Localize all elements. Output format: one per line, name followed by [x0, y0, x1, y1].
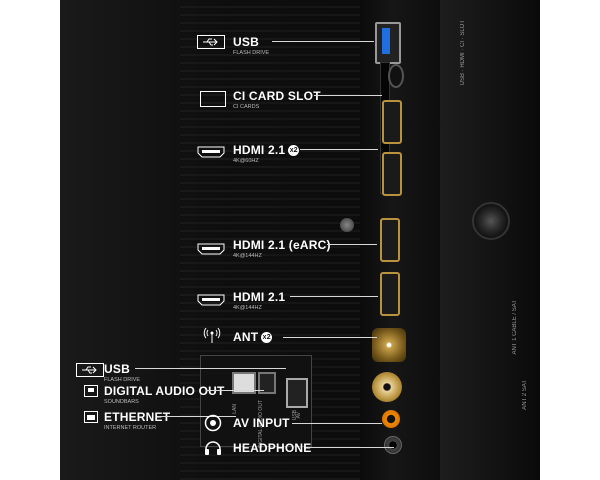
- tv-back-panel: USB · HDMI · CI · SLOT ANT 1 CABLE / SAT…: [60, 0, 540, 480]
- ci-subtitle: CI CARDS: [233, 104, 260, 110]
- hdmi-subtitle: 4K@144Hz: [233, 305, 262, 311]
- digital-audio-subtitle: SOUNDBARS: [104, 399, 139, 405]
- av-input-icon: [204, 414, 222, 432]
- usb-port-top[interactable]: [375, 22, 401, 64]
- ci-card-icon: [200, 91, 226, 107]
- ethernet-title: ETHERNET: [104, 410, 171, 424]
- port-label-usb-top: USB FLASH DRIVE: [233, 35, 269, 56]
- leader-ci: [314, 95, 382, 96]
- hdmi-earc-title: HDMI 2.1 (eARC): [233, 238, 331, 252]
- hdmi-earc-subtitle: 4K@144Hz: [233, 253, 262, 259]
- usb-bottom-subtitle: FLASH DRIVE: [104, 377, 141, 383]
- panel-edge: [440, 0, 540, 480]
- port-label-usb-bottom: USB FLASH DRIVE: [104, 362, 140, 383]
- port-label-digital-audio: DIGITAL AUDIO OUT SOUNDBARS: [104, 384, 225, 405]
- leader-digital-audio: [206, 390, 264, 391]
- headphone-jack[interactable]: [384, 436, 402, 454]
- hdmi-x2-title: HDMI 2.1: [233, 143, 286, 157]
- hdmi-port-2[interactable]: [382, 152, 402, 196]
- lan-mark: LAN: [232, 404, 238, 414]
- port-label-hdmi: HDMI 2.1 4K@144Hz: [233, 290, 285, 311]
- leader-hdmi-earc: [327, 244, 377, 245]
- count-badge: x2: [261, 332, 273, 344]
- hdmi-icon: [197, 294, 225, 306]
- optical-port[interactable]: [258, 372, 276, 394]
- usb-icon: [197, 35, 225, 49]
- headphone-icon: [205, 441, 221, 455]
- port-label-ci: CI CARD SLOT CI CARDS: [233, 89, 321, 110]
- panel-screw: [340, 218, 354, 232]
- leader-hdmi-x2: [300, 149, 378, 150]
- panel-vertical-label: USB · HDMI · CI · SLOT: [460, 20, 466, 86]
- ci-card-port: [388, 64, 404, 88]
- ant-title: ANT: [233, 330, 259, 344]
- wall-mount-screw: [472, 202, 510, 240]
- leader-usb-bottom: [135, 368, 286, 369]
- hdmi-port-3[interactable]: [380, 272, 400, 316]
- ethernet-icon: [84, 411, 98, 423]
- port-label-hdmi-x2: HDMI 2.1x2 4K@60Hz: [233, 143, 300, 164]
- leader-ant: [283, 337, 377, 338]
- ethernet-subtitle: INTERNET ROUTER: [104, 425, 157, 431]
- ethernet-port[interactable]: [232, 372, 256, 394]
- leader-headphone: [308, 447, 394, 448]
- av-input-jack[interactable]: [382, 410, 400, 428]
- panel-ant1-label: ANT 1 CABLE / SAT: [512, 300, 518, 355]
- leader-usb-top: [272, 41, 374, 42]
- port-label-headphone: HEADPHONE: [233, 441, 311, 455]
- hdmi-icon: [197, 146, 225, 158]
- leader-av-input: [292, 423, 382, 424]
- count-badge: x2: [288, 145, 300, 157]
- panel-ant2-label: ANT 2 SAT: [522, 380, 528, 410]
- usb-bottom-title: USB: [104, 362, 130, 376]
- digital-audio-title: DIGITAL AUDIO OUT: [104, 384, 225, 398]
- ant-connector-1[interactable]: [372, 328, 406, 362]
- port-label-ethernet: ETHERNET INTERNET ROUTER: [104, 410, 170, 431]
- ant-connector-2[interactable]: [372, 372, 402, 402]
- leader-hdmi: [290, 296, 378, 297]
- optical-icon: [84, 385, 98, 397]
- leader-ethernet: [158, 416, 236, 417]
- antenna-icon: [203, 327, 221, 343]
- usb-icon: [76, 363, 104, 377]
- port-label-hdmi-earc: HDMI 2.1 (eARC) 4K@144Hz: [233, 238, 331, 259]
- usb-title: USB: [233, 35, 259, 49]
- ci-title: CI CARD SLOT: [233, 89, 321, 103]
- hdmi-x2-subtitle: 4K@60Hz: [233, 158, 259, 164]
- hdmi-earc-port[interactable]: [380, 218, 400, 262]
- usb-subtitle: FLASH DRIVE: [233, 50, 270, 56]
- hdmi-title: HDMI 2.1: [233, 290, 286, 304]
- port-label-av-input: AV INPUT: [233, 416, 290, 430]
- av-mark: AV: [296, 412, 302, 419]
- hdmi-icon: [197, 243, 225, 255]
- av-input-title: AV INPUT: [233, 416, 290, 430]
- hdmi-port-1[interactable]: [382, 100, 402, 144]
- headphone-title: HEADPHONE: [233, 441, 312, 455]
- usb-port-bottom[interactable]: [286, 378, 308, 408]
